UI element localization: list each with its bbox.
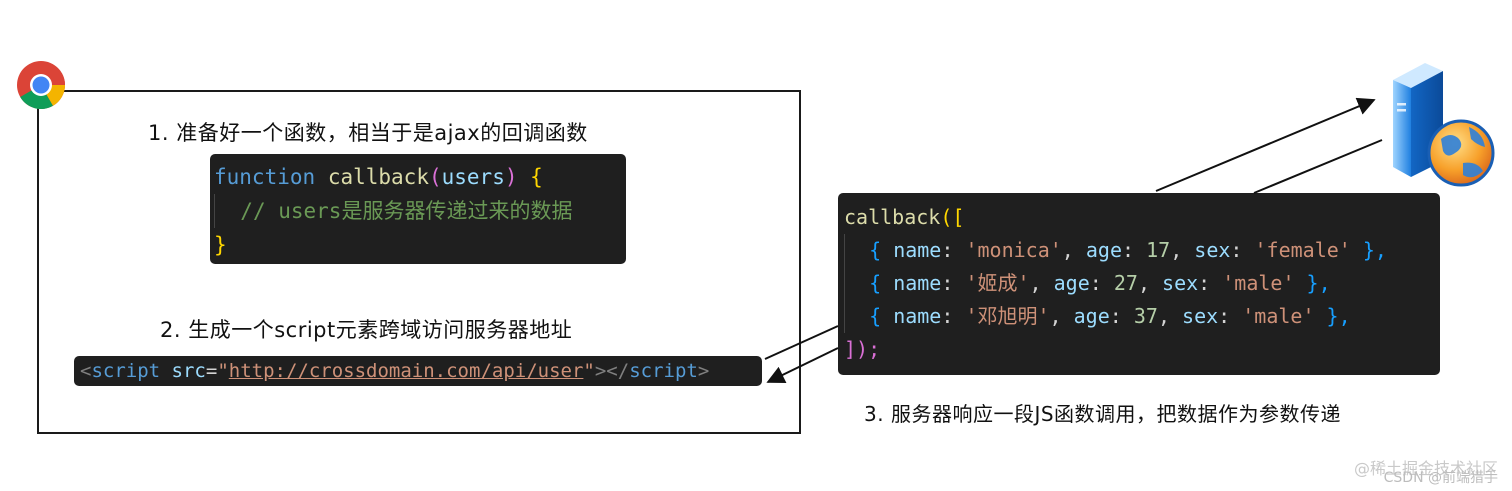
close-tag-open: </ (606, 360, 630, 382)
row-1-age: 17 (1146, 238, 1171, 262)
row-1-sex: 'female' (1254, 238, 1351, 262)
row-1-name: 'monica' (965, 238, 1062, 262)
row-3-sex: 'male' (1242, 304, 1315, 328)
tag-name: script (91, 360, 161, 382)
code-close-brace: } (214, 233, 227, 257)
row-3-age: 37 (1133, 304, 1158, 328)
row-3-close: }, (1314, 304, 1351, 328)
code-open-paren: ( (428, 165, 442, 189)
step-2-label: 2. 生成一个script元素跨域访问服务器地址 (160, 318, 573, 342)
row-2-sex: 'male' (1222, 271, 1295, 295)
row-3-name: '邓旭明' (965, 304, 1050, 328)
row-2-key-name: name (893, 271, 942, 295)
row-3-key-name: name (893, 304, 942, 328)
code-close-paren: ) (504, 165, 518, 189)
step-1-label: 1. 准备好一个函数，相当于是ajax的回调函数 (148, 121, 588, 145)
row-2-age: 27 (1113, 271, 1138, 295)
row-1-key-age: age (1085, 238, 1122, 262)
script-tag-code: <script src="http://crossdomain.com/api/… (74, 356, 762, 386)
close-tag-name: script (629, 360, 698, 382)
resp-close: ]); (844, 337, 881, 361)
attr-name: src (171, 360, 206, 382)
row-2-key-sex: sex (1162, 271, 1199, 295)
server-response-code: callback([ { name: 'monica', age: 17, se… (838, 193, 1440, 375)
code-comment: // users是服务器传递过来的数据 (240, 199, 573, 223)
row-1-close: }, (1350, 238, 1387, 262)
row-2-close: }, (1294, 271, 1331, 295)
step-3-label: 3. 服务器响应一段JS函数调用，把数据作为参数传递 (864, 402, 1342, 426)
response-line-from-server (1253, 139, 1383, 194)
row-2-open: { (869, 271, 882, 295)
attr-equals: = (205, 360, 218, 382)
resp-function-name: callback (844, 205, 941, 229)
code-function-name: callback (327, 165, 429, 189)
resp-open: ([ (940, 205, 965, 229)
code-open-brace: { (530, 165, 543, 189)
tag-open-bracket: < (80, 360, 92, 382)
close-tag-gt: > (697, 360, 710, 382)
response-arrow-to-script (766, 347, 839, 384)
tag-gt: > (594, 360, 607, 382)
row-3-open: { (869, 304, 882, 328)
row-2-key-age: age (1053, 271, 1090, 295)
code-param: users (441, 165, 505, 189)
callback-function-code: function callback(users) { // users是服务器传… (210, 154, 626, 264)
row-1-open: { (869, 238, 882, 262)
chrome-logo-icon (17, 61, 66, 110)
request-arrow-to-server (1155, 97, 1376, 192)
row-3-key-sex: sex (1182, 304, 1219, 328)
server-globe-icon (1393, 63, 1495, 187)
code-keyword: function (214, 165, 316, 189)
row-2-name: '姬成' (965, 271, 1030, 295)
watermark-csdn: CSDN @前端猎手 (1383, 470, 1498, 486)
script-src-url[interactable]: http://crossdomain.com/api/user (228, 360, 584, 382)
row-1-key-sex: sex (1194, 238, 1231, 262)
request-line-from-script (764, 325, 839, 360)
row-3-key-age: age (1073, 304, 1110, 328)
quote-close: " (583, 360, 595, 382)
row-1-key-name: name (893, 238, 942, 262)
watermark-juejin: @稀土掘金技术社区 (1353, 459, 1498, 478)
quote-open: " (217, 360, 229, 382)
